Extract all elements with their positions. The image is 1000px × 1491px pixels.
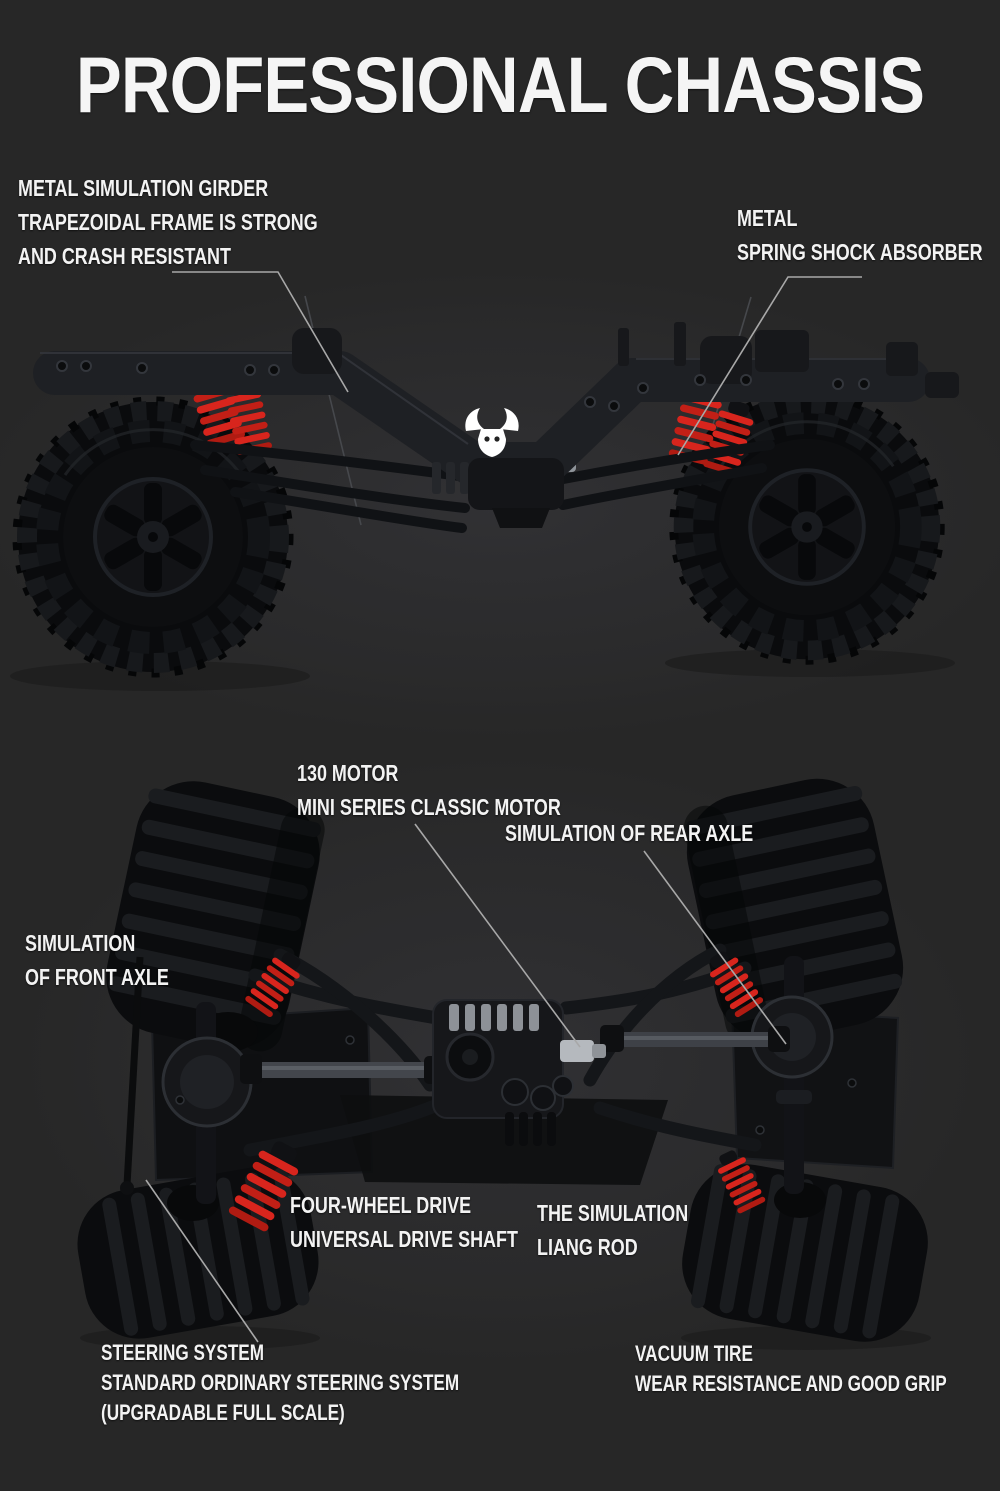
label-tire: VACUUM TIRE WEAR RESISTANCE AND GOOD GRI…	[635, 1339, 947, 1399]
label-rear-axle: SIMULATION OF REAR AXLE	[505, 816, 753, 850]
label-steering-line2: STANDARD ORDINARY STEERING SYSTEM	[101, 1370, 460, 1395]
callout-line-steering	[145, 1179, 259, 1343]
label-tire-line1: VACUUM TIRE	[635, 1341, 753, 1366]
label-steering: STEERING SYSTEM STANDARD ORDINARY STEERI…	[101, 1338, 459, 1428]
bottom-view-photo	[20, 755, 980, 1365]
label-shock-line2: SPRING SHOCK ABSORBER	[737, 239, 983, 265]
label-liang-rod: THE SIMULATION LIANG ROD	[537, 1196, 688, 1264]
motor-coupler	[560, 1040, 594, 1062]
callout-line-motor	[414, 823, 581, 1048]
callout-line-shock	[677, 276, 862, 456]
label-drive-shaft: FOUR-WHEEL DRIVE UNIVERSAL DRIVE SHAFT	[290, 1188, 518, 1256]
label-motor: 130 MOTOR MINI SERIES CLASSIC MOTOR	[297, 756, 561, 824]
label-drive-shaft-line1: FOUR-WHEEL DRIVE	[290, 1192, 472, 1218]
label-girder: METAL SIMULATION GIRDER TRAPEZOIDAL FRAM…	[18, 171, 318, 273]
label-steering-line1: STEERING SYSTEM	[101, 1340, 265, 1365]
label-tire-line2: WEAR RESISTANCE AND GOOD GRIP	[635, 1371, 947, 1396]
label-girder-line3: AND CRASH RESISTANT	[18, 243, 231, 269]
label-motor-line2: MINI SERIES CLASSIC MOTOR	[297, 794, 561, 820]
steering-rod	[123, 956, 144, 1186]
page-title: PROFESSIONAL CHASSIS	[75, 40, 925, 129]
label-girder-line1: METAL SIMULATION GIRDER	[18, 175, 269, 201]
label-front-axle-line2: OF FRONT AXLE	[25, 964, 169, 990]
label-girder-line2: TRAPEZOIDAL FRAME IS STRONG	[18, 209, 318, 235]
label-rear-axle-line1: SIMULATION OF REAR AXLE	[505, 820, 754, 846]
label-liang-rod-line2: LIANG ROD	[537, 1234, 638, 1260]
label-steering-line3: (UPGRADABLE FULL SCALE)	[101, 1400, 345, 1425]
label-shock: METAL SPRING SHOCK ABSORBER	[737, 201, 983, 269]
label-liang-rod-line1: THE SIMULATION	[537, 1200, 689, 1226]
label-drive-shaft-line2: UNIVERSAL DRIVE SHAFT	[290, 1226, 518, 1252]
callout-line-girder	[172, 271, 349, 393]
gearbox-motor	[432, 999, 606, 1146]
side-view-photo	[0, 270, 1000, 740]
bull-logo-icon	[465, 408, 519, 457]
label-motor-line1: 130 MOTOR	[297, 760, 399, 786]
drive-shafts	[240, 1025, 790, 1084]
label-shock-line1: METAL	[737, 205, 798, 231]
label-front-axle: SIMULATION OF FRONT AXLE	[25, 926, 169, 994]
label-front-axle-line1: SIMULATION	[25, 930, 136, 956]
callout-line-rear-axle	[643, 850, 787, 1045]
